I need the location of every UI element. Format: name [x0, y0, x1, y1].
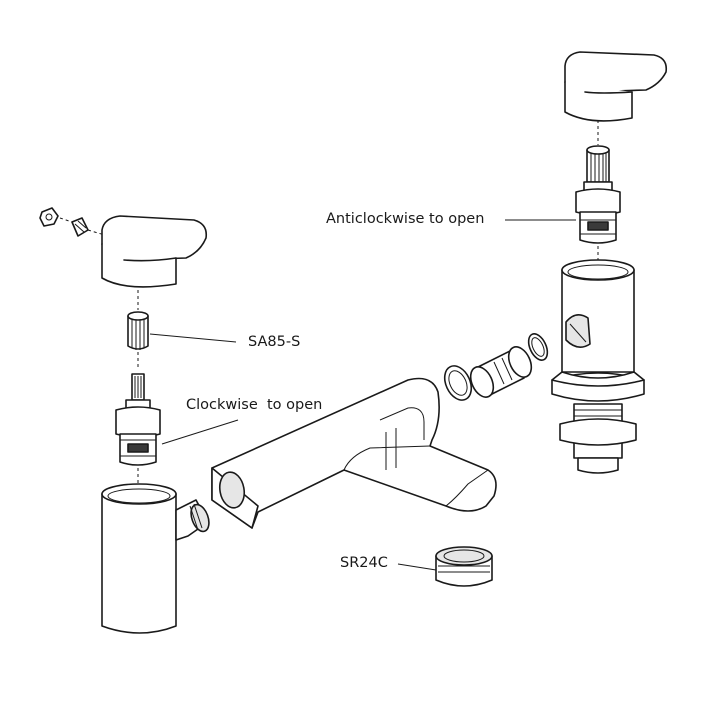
right-cartridge [575, 145, 621, 244]
spout [211, 377, 497, 529]
sr24c-aerator [435, 546, 493, 587]
left-handle-cap [101, 215, 208, 288]
sa85s-label: SA85-S [248, 334, 301, 350]
grub-screws [39, 207, 109, 237]
sr24c-label: SR24C [340, 555, 388, 571]
anticlockwise-label: Anticlockwise to open [326, 211, 485, 227]
sa85s-adaptor [127, 311, 149, 350]
sr24c-leader [397, 563, 437, 571]
clockwise-label: Clockwise to open [186, 397, 323, 413]
sa85s-leader [149, 333, 237, 343]
clockwise-leader [161, 419, 239, 445]
right-valve-body [551, 259, 645, 474]
right-handle-cap [564, 51, 668, 122]
side-cartridge [443, 333, 549, 401]
left-cartridge [115, 373, 161, 466]
left-valve-body [101, 483, 210, 634]
